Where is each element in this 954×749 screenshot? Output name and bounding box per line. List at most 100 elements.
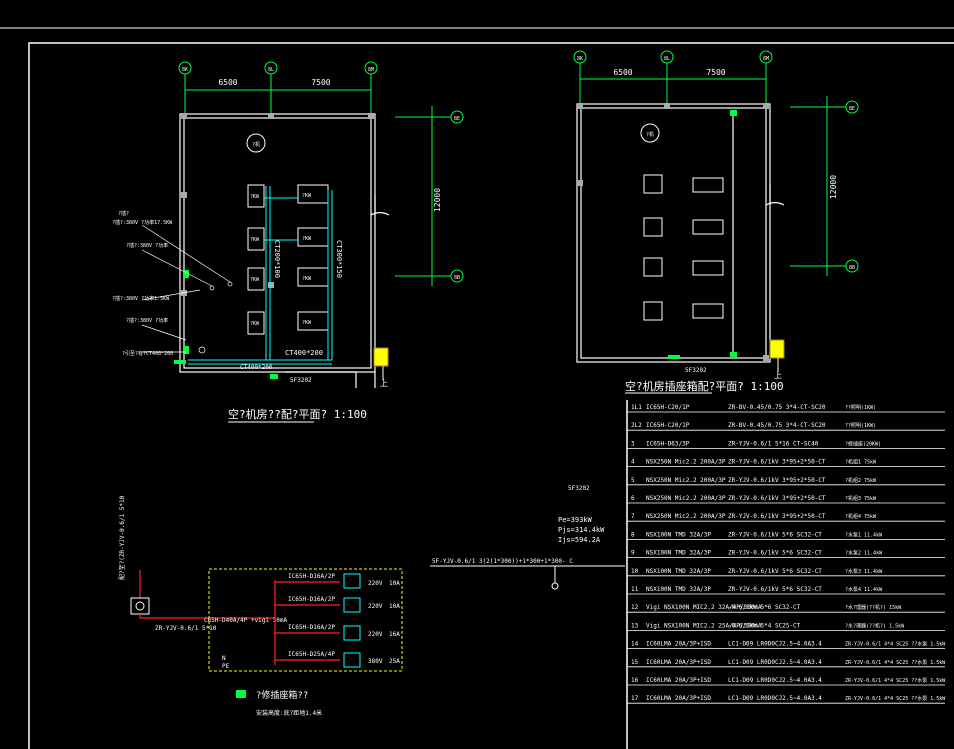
dim-12000: 12000 [433, 188, 442, 212]
circuit-current: 10A [389, 603, 400, 610]
schedule-cable: ZR-YJV-0.6/1 5*16 CT-SC40 [728, 440, 819, 447]
note-text: ?插? [118, 210, 129, 217]
room-outline-right [576, 103, 771, 363]
stair-symbol-right [769, 339, 785, 359]
schedule-breaker: IC65H-D63/3P [646, 440, 690, 447]
stair-label: 上 [380, 379, 388, 388]
schedule-breaker: NSX100N TMD 32A/3P [646, 531, 711, 538]
schedule-no: 9 [631, 550, 635, 557]
schedule-load: ZR-YJV-0.6/1 4*4 SC25 ??水泵 1.5kW [845, 641, 946, 648]
circuit-current: 25A [389, 658, 400, 665]
schedule-cable: ZR-BV-0.45/0.75 3*4-CT-SC20 [728, 404, 826, 411]
circuit-breaker: IC65H-D25A/4P [288, 651, 335, 658]
schedule-cable: ZR-BV-0.45/0.75 3*4-CT-SC20 [728, 422, 826, 429]
circuit-voltage: 220V [368, 631, 383, 638]
schedule-cable: LC1-D09 LR0D0CJ2.5~4.0A3.4 [728, 659, 822, 666]
schedule-breaker: IC65H-C20/1P [646, 404, 690, 411]
schedule-load: ??照明(1KW) [845, 405, 876, 411]
schedule-no: 2L2 [631, 422, 642, 429]
schedule-breaker: NSX100N TMD 32A/3P [646, 550, 711, 557]
schedule-load: ?水?理器(??机?) 1.5kW [845, 622, 905, 629]
socket-icon [343, 652, 361, 668]
schedule-breaker: NSX100N TMD 32A/3P [646, 568, 711, 575]
schedule-load: ?水?理器(??机?) 15kW [845, 604, 902, 611]
circuit-breaker: IC65H-D16A/2P [288, 573, 335, 580]
right-plan-title: 空?机房插座箱配?平面? 1:100 [625, 379, 784, 393]
schedule-breaker: IC60LMA 20A/3P+ISD [646, 641, 711, 648]
feeder-label: 配?至?(ZR-YJV-0.6/1 5*10 [119, 495, 126, 580]
stair-label-right: 上 [774, 371, 782, 380]
schedule-cable: ZR-YJV-0.6/1kV 3*95+2*50-CT [728, 513, 826, 520]
drawing-border [28, 42, 954, 749]
axis-label-8m: 8M [368, 67, 374, 73]
schedule-breaker: NSX250N Mic2.2 200A/3P [646, 513, 726, 520]
cable-label: ZR-YJV-0.6/1 5*10 [155, 625, 217, 632]
tray-label: CT400*200 [240, 364, 273, 371]
box-diagram-subtitle: 安装高度:底?距地1.4米 [256, 709, 322, 717]
axis-label-8k-right: 8K [577, 56, 583, 62]
schedule-load: ?水泵2 11.4kW [845, 550, 883, 557]
neutral-label: N [222, 655, 226, 662]
note-text: ?插?:380V ?功率 [126, 317, 168, 324]
box-legend-icon [236, 690, 246, 698]
schedule-cable: ZR-YJV-0.6/1kV 5*6 SC32-CT [728, 568, 822, 575]
note-text: ?插?:380V ?功率17.5KW [112, 219, 173, 226]
schedule-breaker: NSX100N TMD 32A/3P [646, 586, 711, 593]
schedule-load: ZR-YJV-0.6/1 4*4 SC25 ??水泵 1.5kW [845, 659, 946, 666]
axis-label-8m-right: 8M [763, 56, 769, 62]
circuit-voltage: 220V [368, 580, 383, 587]
ijs-value: Ijs=594.2A [558, 536, 601, 544]
room-marker-right [640, 123, 660, 143]
schedule-no: 8 [631, 531, 635, 538]
schedule-cable: LC1-D09 LR0D0CJ2.5~4.0A3.4 [728, 641, 822, 648]
room-marker-label: ?机 [252, 141, 260, 148]
schedule-cable: ZR-YJV-0.6/1kV 5*6 SC32-CT [728, 550, 822, 557]
left-floor-plan: 8K 8L 8M 8E 8B 6500 7500 12000 ?机 [112, 61, 464, 423]
schedule-no: 17 [631, 695, 639, 702]
unit-label: ?KW [250, 194, 260, 200]
axis-label-8l-right: 8L [664, 56, 670, 62]
schedule-no: 4 [631, 459, 635, 466]
unit-label: ?KW [302, 236, 312, 242]
schedule-breaker: IC60LMA 20A/3P+ISD [646, 695, 711, 702]
socket-icon [343, 625, 361, 641]
schedule-cable: ZR-YJV-0.6/1kV 3*95+2*50-CT [728, 459, 826, 466]
room-marker [246, 133, 266, 153]
stair-symbol [373, 347, 389, 367]
axis-label-8l: 8L [268, 67, 274, 73]
left-plan-title: 空?机房??配?平面? 1:100 [228, 407, 367, 421]
axis-label-8e: 8E [454, 116, 460, 122]
schedule-no: 16 [631, 677, 639, 684]
axis-label-8k: 8K [182, 67, 188, 73]
schedule-cable: LC1-D09 LR0D0CJ2.5~4.0A3.4 [728, 695, 822, 702]
unit-label: ?KW [302, 320, 312, 326]
unit-label: ?KW [302, 193, 312, 199]
circuit-current: 10A [389, 580, 400, 587]
circuit-current: 16A [389, 631, 400, 638]
schedule-cable: -0.6/1kV 5*4 SC25-CT [728, 622, 801, 629]
circuit-breaker: IC65H-D16A/2P [288, 596, 335, 603]
schedule-breaker: NSX250N Mic2.2 200A/3P [646, 495, 726, 502]
tray-label: CT400*200 [285, 349, 323, 357]
circuit-breaker: IC65H-D16A/2P [288, 624, 335, 631]
schedule-cable: ZR-YJV-0.6/1kV 3*95+2*50-CT [728, 495, 826, 502]
note-text: ?引至?有?CT400*200 [122, 350, 173, 357]
axis-label-8e-right: 8E [849, 106, 855, 112]
schedule-load: ?修插座(20KW) [845, 440, 881, 447]
schedule-cable: ZR-YJV-0.6/1kV 3*95+2*50-CT [728, 477, 826, 484]
schedule-no: 13 [631, 622, 639, 629]
panel-tag: 5F3202 [290, 377, 312, 384]
unit-label: ?KW [302, 276, 312, 282]
panel-tag-right: 5F3202 [685, 367, 707, 374]
